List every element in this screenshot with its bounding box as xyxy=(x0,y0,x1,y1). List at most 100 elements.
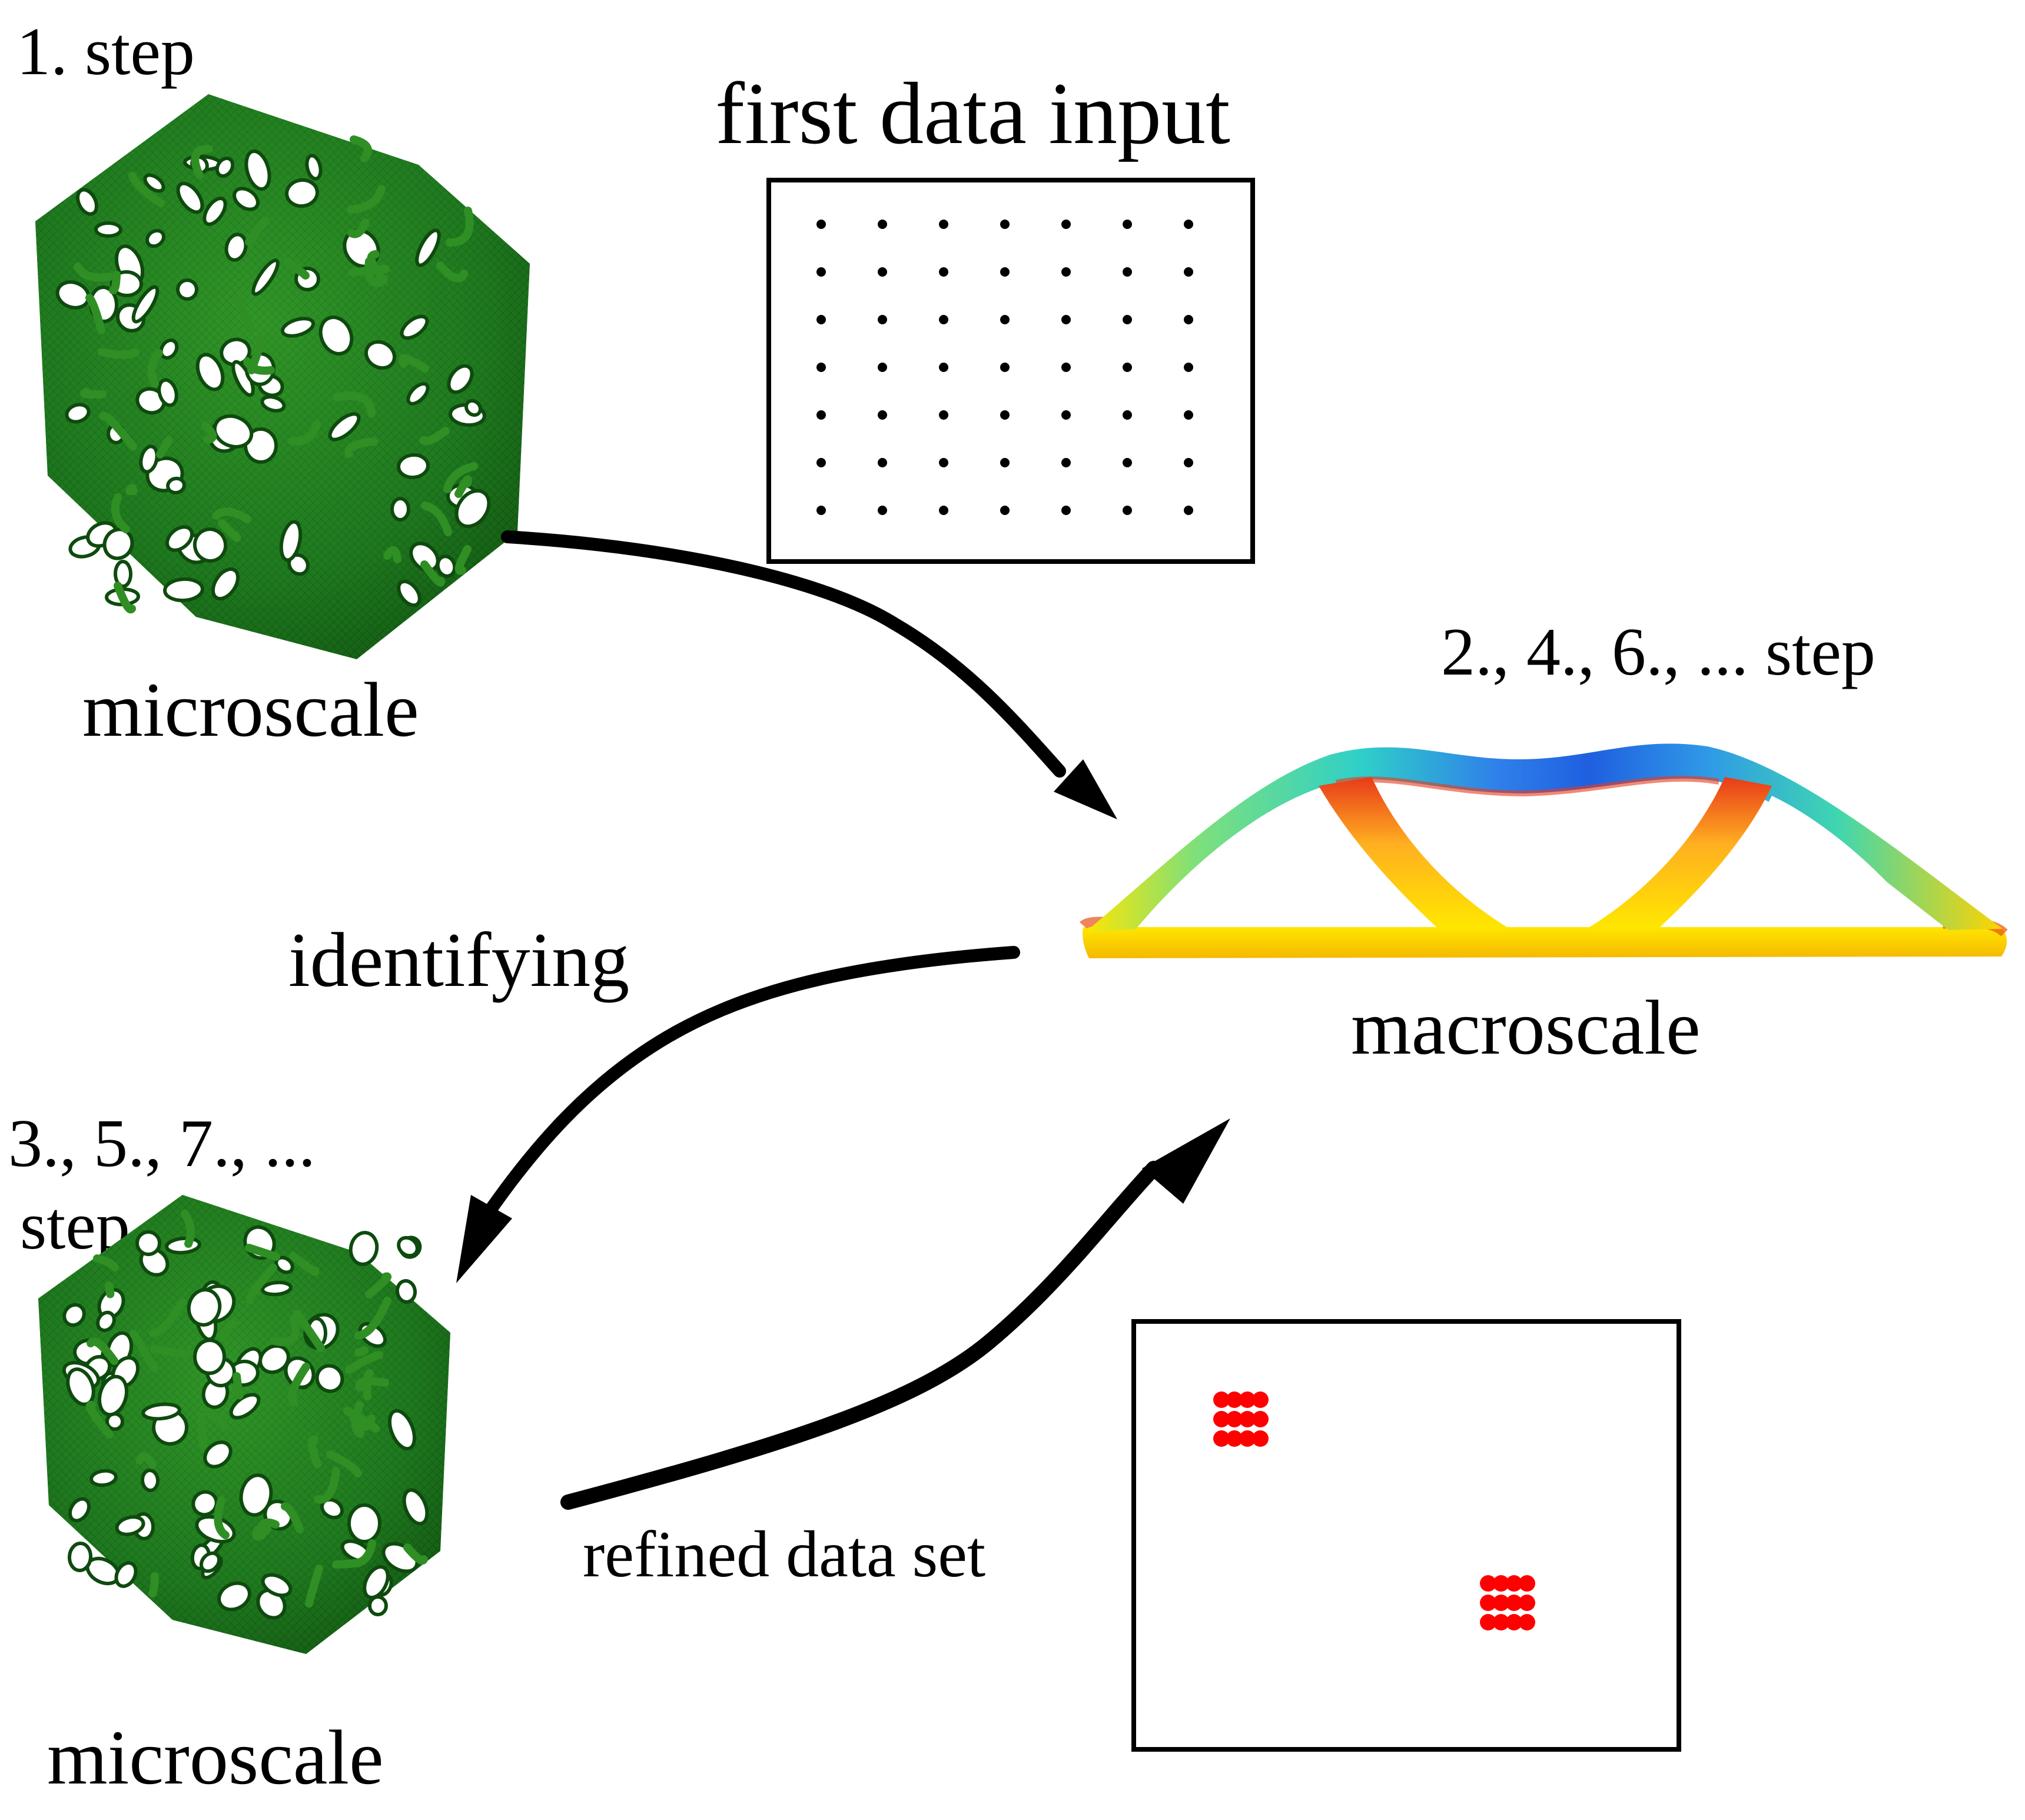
refined-data-set-label: refined data set xyxy=(583,1518,986,1591)
grid-point xyxy=(1000,220,1010,229)
foam-strut xyxy=(218,519,241,542)
foam-strut xyxy=(85,294,105,334)
foam-strut xyxy=(93,1254,119,1271)
foam-strut xyxy=(363,1369,374,1400)
foam-pore xyxy=(65,403,91,424)
refined-point xyxy=(1480,1595,1496,1611)
foam-strut xyxy=(114,582,136,614)
foam-pore xyxy=(251,258,280,296)
grid-point xyxy=(1000,267,1010,277)
foam-pore xyxy=(166,476,186,495)
foam-pore xyxy=(141,1402,181,1421)
foam-pore xyxy=(363,1565,390,1600)
foam-pore xyxy=(364,340,397,370)
grid-point xyxy=(816,458,826,467)
foam-strut xyxy=(332,1557,366,1569)
foam-pore xyxy=(135,1230,161,1256)
refined-point xyxy=(1239,1391,1256,1408)
microscale-bottom-label: microscale xyxy=(47,1714,384,1801)
grid-point xyxy=(878,506,887,515)
foam-pore xyxy=(395,1279,417,1304)
foam-strut xyxy=(351,1401,364,1438)
foam-pore xyxy=(135,387,166,415)
foam-pore xyxy=(239,1473,273,1517)
foam-pore xyxy=(315,1364,344,1393)
refined-point xyxy=(1226,1391,1243,1408)
foam-strut xyxy=(147,349,163,388)
refined-point xyxy=(1493,1595,1509,1611)
grid-point xyxy=(1123,506,1132,515)
grid-point xyxy=(1123,363,1132,372)
grid-point xyxy=(816,410,826,420)
grid-point xyxy=(1061,363,1071,372)
foam-strut xyxy=(281,1502,304,1533)
identifying-label: identifying xyxy=(288,916,630,1003)
grid-point xyxy=(816,267,826,277)
grid-point xyxy=(816,220,826,229)
foam-strut xyxy=(365,1272,392,1298)
microscale-top-label: microscale xyxy=(82,666,419,753)
grid-point xyxy=(1184,220,1193,229)
foam-strut xyxy=(398,354,429,373)
foam-strut xyxy=(454,545,472,575)
foam-pore xyxy=(215,156,235,178)
foam-pore xyxy=(195,353,225,391)
macro-steps-label: 2., 4., 6., ... step xyxy=(1441,615,1875,690)
foam-pore xyxy=(96,1310,116,1333)
foam-strut xyxy=(109,271,121,294)
macroscale-label: macroscale xyxy=(1351,984,1701,1071)
grid-point xyxy=(1184,267,1193,277)
refined-data-set-box xyxy=(1131,1319,1681,1752)
foam-strut xyxy=(421,502,452,536)
foam-strut xyxy=(130,1330,158,1372)
foam-pore xyxy=(328,412,361,441)
refined-point xyxy=(1213,1391,1230,1408)
foam-pore xyxy=(163,577,204,603)
refined-point xyxy=(1493,1575,1509,1592)
grid-point xyxy=(1184,410,1193,420)
foam-pore xyxy=(192,1339,227,1375)
grid-point xyxy=(878,220,887,229)
foam-pore xyxy=(217,1581,251,1612)
foam-pore xyxy=(390,497,410,522)
refined-point xyxy=(1239,1430,1256,1447)
refined-point xyxy=(1213,1430,1230,1447)
first-data-input-label: first data input xyxy=(715,65,1230,162)
foam-pore xyxy=(113,560,133,588)
foam-pore xyxy=(397,453,430,480)
refined-point xyxy=(1519,1595,1535,1611)
foam-pore xyxy=(409,542,440,572)
grid-point xyxy=(1184,458,1193,467)
foam-strut xyxy=(289,1252,320,1276)
refined-point xyxy=(1252,1411,1269,1427)
foam-pore xyxy=(159,338,179,360)
grid-point xyxy=(1184,315,1193,324)
grid-point xyxy=(1061,506,1071,515)
foam-strut xyxy=(347,218,370,238)
foam-pore xyxy=(165,525,194,552)
step-1-label: 1. step xyxy=(16,14,195,89)
grid-point xyxy=(878,410,887,420)
foam-strut xyxy=(326,1450,362,1477)
foam-pore xyxy=(187,1288,222,1327)
foam-pore xyxy=(397,1236,419,1258)
refined-point xyxy=(1226,1411,1243,1427)
grid-point xyxy=(1123,267,1132,277)
foam-pore xyxy=(115,1515,145,1536)
foam-strut xyxy=(454,475,472,498)
foam-pore xyxy=(258,1344,290,1374)
foam-strut xyxy=(197,1413,207,1449)
foam-pore xyxy=(348,1231,379,1266)
foam-pore xyxy=(244,149,271,191)
foam-strut xyxy=(420,560,446,587)
foam-pore xyxy=(131,285,160,324)
foam-pore xyxy=(400,314,429,340)
foam-strut xyxy=(156,436,173,459)
refined-point xyxy=(1506,1595,1522,1611)
foam-strut xyxy=(80,388,107,399)
refined-point xyxy=(1480,1614,1496,1630)
micro-steps-label-line1: 3., 5., 7., ... xyxy=(8,1106,316,1181)
foam-strut xyxy=(191,145,213,180)
first-data-grid xyxy=(816,220,1193,515)
